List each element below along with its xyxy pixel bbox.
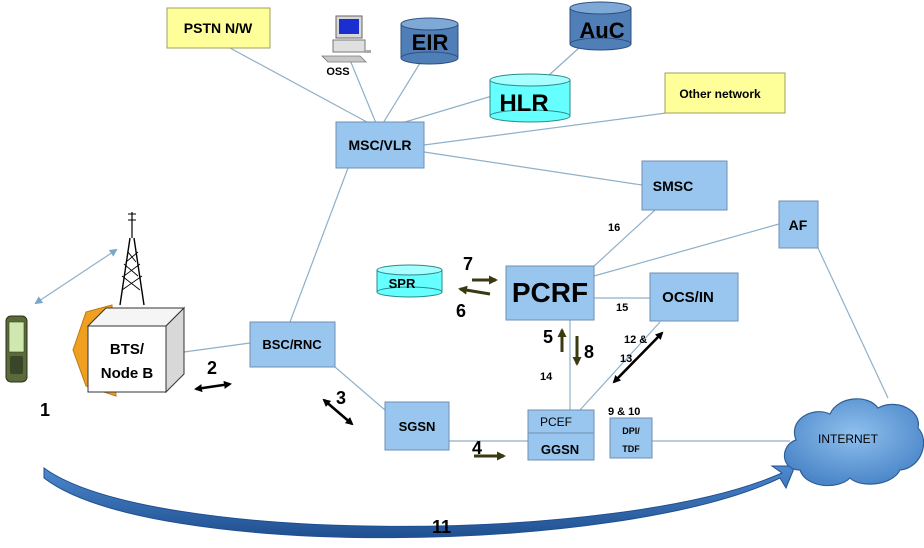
step-3-arrow <box>322 398 354 426</box>
link-eir-msc <box>379 54 426 129</box>
pcef-label: PCEF <box>540 415 572 429</box>
step-2-label: 2 <box>207 358 217 378</box>
mobile-phone-icon <box>5 315 28 383</box>
link-msc-bsc <box>289 167 349 323</box>
oss-label: OSS <box>326 66 349 78</box>
bts-node-b-cube <box>86 306 186 394</box>
sgsn-box <box>384 401 450 451</box>
step-15-label: 15 <box>616 302 628 314</box>
internet-cloud <box>783 398 924 487</box>
link-pstn-msc <box>229 47 379 129</box>
step-8-label: 8 <box>584 342 594 362</box>
bsc-rnc-box <box>249 321 336 368</box>
pcrf-box <box>505 265 595 321</box>
hlr-database-icon <box>489 73 571 123</box>
step-12-13-arrow <box>612 331 664 384</box>
step-1-label: 1 <box>40 400 50 420</box>
pcrf-label: PCRF <box>512 277 588 308</box>
step-12-13-label-b: 13 <box>620 353 632 365</box>
af-label: AF <box>789 217 808 233</box>
link-smsc-pcrf <box>591 209 656 269</box>
spr-database-icon <box>376 264 443 298</box>
step-16-label: 16 <box>608 222 620 234</box>
bsc-rnc-label: BSC/RNC <box>262 337 322 352</box>
af-box <box>778 200 819 249</box>
bts-label-line1: BTS/ <box>110 341 145 358</box>
link-af-internet <box>817 247 889 399</box>
auc-database-icon <box>569 1 632 51</box>
pstn-box <box>166 7 271 49</box>
step-4-label: 4 <box>472 438 482 458</box>
link-oss-msc <box>349 59 379 129</box>
dpi-label-line1: DPI/ <box>622 426 640 436</box>
step-2-arrow <box>194 380 232 393</box>
other-network-box <box>664 72 786 114</box>
dpi-tdf-box <box>609 417 653 459</box>
oss-computer-icon <box>321 15 371 63</box>
internet-label: INTERNET <box>818 432 879 446</box>
ggsn-box <box>527 409 595 461</box>
eir-database-icon <box>400 17 459 65</box>
eir-label: EIR <box>412 30 449 55</box>
bts-tower-icon <box>119 212 145 306</box>
dpi-label-line2: TDF <box>622 444 640 454</box>
ocs-in-box <box>649 272 739 322</box>
radio-link-arrow <box>34 248 118 305</box>
ocs-in-label: OCS/IN <box>662 289 714 306</box>
end-to-end-flow-arrow <box>43 465 796 539</box>
step-12-13-label-a: 12 & <box>624 334 647 346</box>
step-6-arrow <box>458 285 491 296</box>
msc-vlr-label: MSC/VLR <box>349 137 412 153</box>
step-9-10-label: 9 & 10 <box>608 406 640 418</box>
hlr-label: HLR <box>499 90 548 117</box>
link-msc-other <box>423 112 667 146</box>
step-5-label: 5 <box>543 327 553 347</box>
spr-label: SPR <box>389 276 416 291</box>
sgsn-label: SGSN <box>399 419 436 434</box>
link-pcrf-af <box>593 223 780 277</box>
link-bsc-sgsn <box>334 366 386 411</box>
smsc-label: SMSC <box>653 178 693 194</box>
msc-vlr-box <box>335 121 425 169</box>
bts-label-line2: Node B <box>101 365 154 382</box>
connector-lines <box>34 37 889 442</box>
link-ocs-pcef <box>579 321 661 411</box>
step-6-label: 6 <box>456 301 466 321</box>
pstn-label: PSTN N/W <box>184 20 253 36</box>
other-network-label: Other network <box>679 87 761 101</box>
auc-label: AuC <box>579 18 624 43</box>
step-7-label: 7 <box>463 254 473 274</box>
step-14-label: 14 <box>540 371 553 383</box>
step-11-label: 11 <box>432 517 451 537</box>
link-bts-bsc <box>183 342 251 353</box>
smsc-box <box>641 160 728 211</box>
step-3-label: 3 <box>336 388 346 408</box>
link-msc-smsc <box>423 151 643 186</box>
ggsn-label: GGSN <box>541 442 579 457</box>
